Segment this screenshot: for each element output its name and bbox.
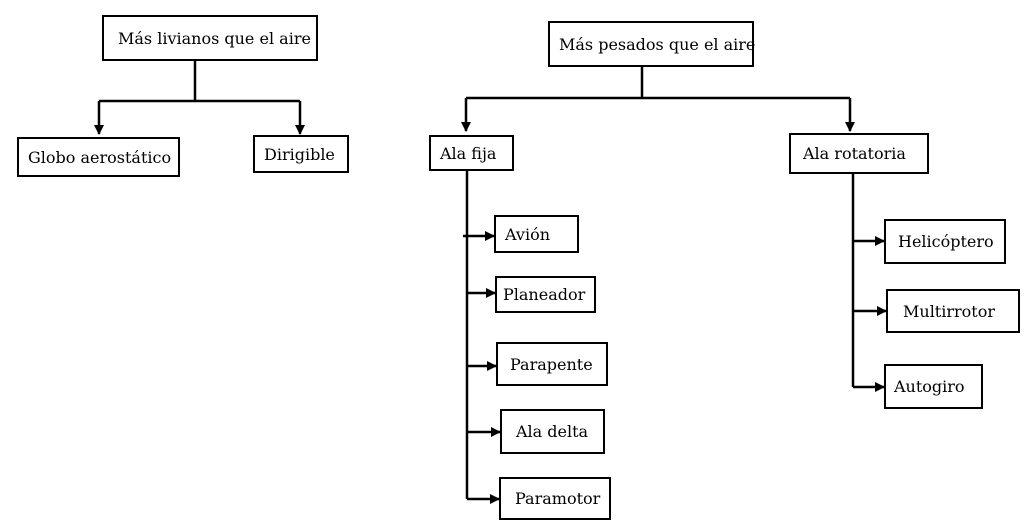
ala-fija-box: Ala fija [429, 135, 514, 171]
lighter-than-air-box: Más livianos que el aire [102, 15, 318, 61]
ala-rotatoria-box: Ala rotatoria [789, 133, 929, 174]
ala-delta-box: Ala delta [500, 409, 605, 454]
planeador-box: Planeador [495, 276, 596, 313]
heavier-than-air-box: Más pesados que el aire [548, 21, 755, 67]
avion-box: Avión [494, 215, 579, 253]
helicoptero-box: Helicóptero [884, 219, 1006, 264]
parapente-box: Parapente [496, 342, 608, 386]
paramotor-box: Paramotor [499, 477, 611, 520]
globo-aerostatico-box: Globo aerostático [17, 137, 180, 177]
dirigible-box: Dirigible [253, 135, 349, 173]
multirrotor-box: Multirrotor [886, 289, 1020, 333]
autogiro-box: Autogiro [884, 364, 983, 409]
